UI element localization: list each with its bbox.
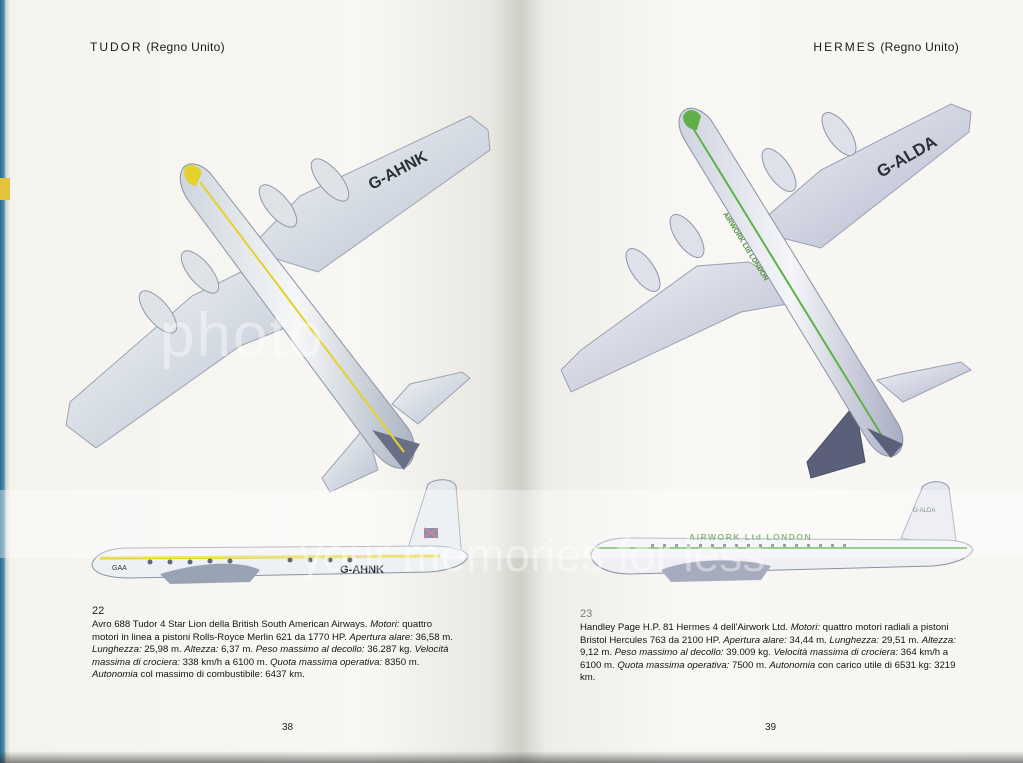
right-caption-part: Peso massimo al decollo: [614, 647, 724, 659]
right-caption-part: quattro motori radiali a pistoni Bristol… [580, 622, 949, 646]
right-header-country: (Regno Unito) [880, 40, 959, 54]
hermes-fuselage [678, 107, 904, 458]
tudor-right-wing [247, 115, 491, 273]
right-caption-part: Apertura alare: [723, 634, 787, 646]
left-caption-part: col massimo di combustibile: 6437 km. [137, 669, 305, 681]
hermes-tailplane [806, 361, 972, 479]
left-caption-part: quattro motori in linea a pistoni Rolls-… [92, 619, 433, 643]
right-caption-part: 7500 m. [729, 659, 770, 671]
right-page-header: HERMES (Regno Unito) [813, 40, 959, 54]
left-caption-part: Velocità massima di crociera: [92, 644, 449, 668]
tudor-fuselage [179, 163, 420, 470]
left-page-number: 38 [282, 722, 294, 733]
left-caption-part: Lunghezza: [92, 644, 142, 656]
left-plate-number: 22 [92, 605, 105, 617]
left-caption-part: 8350 m. [382, 656, 420, 668]
left-caption-part: 36,58 m. [412, 631, 453, 643]
hermes-side-fuselage-text: AIRWORK Ltd LONDON [689, 532, 812, 542]
left-caption-part: Quota massima operativa: [270, 656, 383, 668]
hermes-tail-registration: G-ALDA [913, 508, 935, 514]
tudor-side-view-illustration: GAA G-AHNK [91, 479, 469, 584]
right-caption-part: Altezza: [921, 634, 956, 646]
hermes-side-tail: G-ALDA [900, 481, 958, 549]
left-header-country: (Regno Unito) [146, 40, 225, 54]
tudor-top-view-illustration: G-AHNK [65, 115, 491, 493]
right-caption-part: 9,12 m. [580, 647, 615, 659]
right-caption-part: 39.009 kg. [723, 647, 774, 659]
right-caption-part: Motori: [790, 622, 821, 633]
hermes-engines [625, 112, 857, 292]
adjacent-page-mark [0, 178, 10, 200]
left-caption: Avro 688 Tudor 4 Star Lion della British… [92, 619, 454, 682]
tudor-engines [138, 158, 350, 334]
bottom-shadow [0, 751, 1023, 763]
tudor-side-nose-reg: GAA [112, 565, 127, 572]
left-caption-part: Peso massimo al decollo: [255, 644, 365, 656]
right-caption-part: 34,44 m. [786, 634, 830, 646]
right-caption-part: Quota massima operativa: [617, 659, 730, 671]
hermes-side-fuselage [590, 537, 974, 575]
left-caption-part: Apertura alare: [349, 631, 413, 643]
right-page-number: 39 [765, 722, 777, 733]
right-header-aircraft: HERMES [813, 40, 877, 54]
right-caption-part: con carico utile di 6531 kg: 3219 km. [580, 659, 956, 684]
right-caption-part: 29,51 m. [879, 634, 922, 646]
right-caption-part: 364 km/h a 6100 m. [580, 647, 949, 671]
right-caption: Handley Page H.P. 81 Hermes 4 dell'Airwo… [580, 622, 962, 685]
right-caption-part: Autonomia [769, 659, 816, 671]
right-plate-number: 23 [580, 608, 593, 620]
left-caption-part: 25,98 m. [141, 644, 185, 656]
adjacent-page-edge [0, 0, 10, 763]
tudor-side-registration: G-AHNK [340, 564, 384, 576]
left-header-aircraft: TUDOR [90, 40, 143, 54]
left-caption-part: Avro 688 Tudor 4 Star Lion della British… [92, 619, 371, 630]
left-caption-part: Motori: [370, 619, 400, 630]
left-caption-part: Altezza: [184, 644, 219, 656]
right-page: HERMES (Regno Unito) [521, 0, 1023, 763]
hermes-side-windows [651, 544, 846, 547]
left-caption-part: 36.287 kg. [364, 644, 415, 656]
left-page: TUDOR (Regno Unito) [0, 0, 521, 763]
left-page-header: TUDOR (Regno Unito) [90, 40, 225, 54]
hermes-side-view-illustration: G-ALDA AIRWORK Ltd LONDON [590, 481, 974, 582]
left-caption-part: 338 km/h a 6100 m. [179, 656, 271, 668]
right-caption-part: Handley Page H.P. 81 Hermes 4 dell'Airwo… [580, 622, 791, 633]
tudor-side-tail [407, 479, 463, 561]
right-caption-part: Lunghezza: [829, 634, 880, 646]
hermes-right-wing [749, 103, 972, 249]
hermes-top-view-illustration: G-ALDA AIRWORK Ltd LONDON [560, 103, 972, 479]
left-caption-part: 6,37 m. [218, 644, 256, 656]
right-caption-part: Velocità massima di crociera: [773, 647, 898, 659]
tudor-side-windows [147, 557, 353, 565]
tudor-tailplane [321, 371, 471, 493]
left-caption-part: Autonomia [92, 669, 138, 681]
